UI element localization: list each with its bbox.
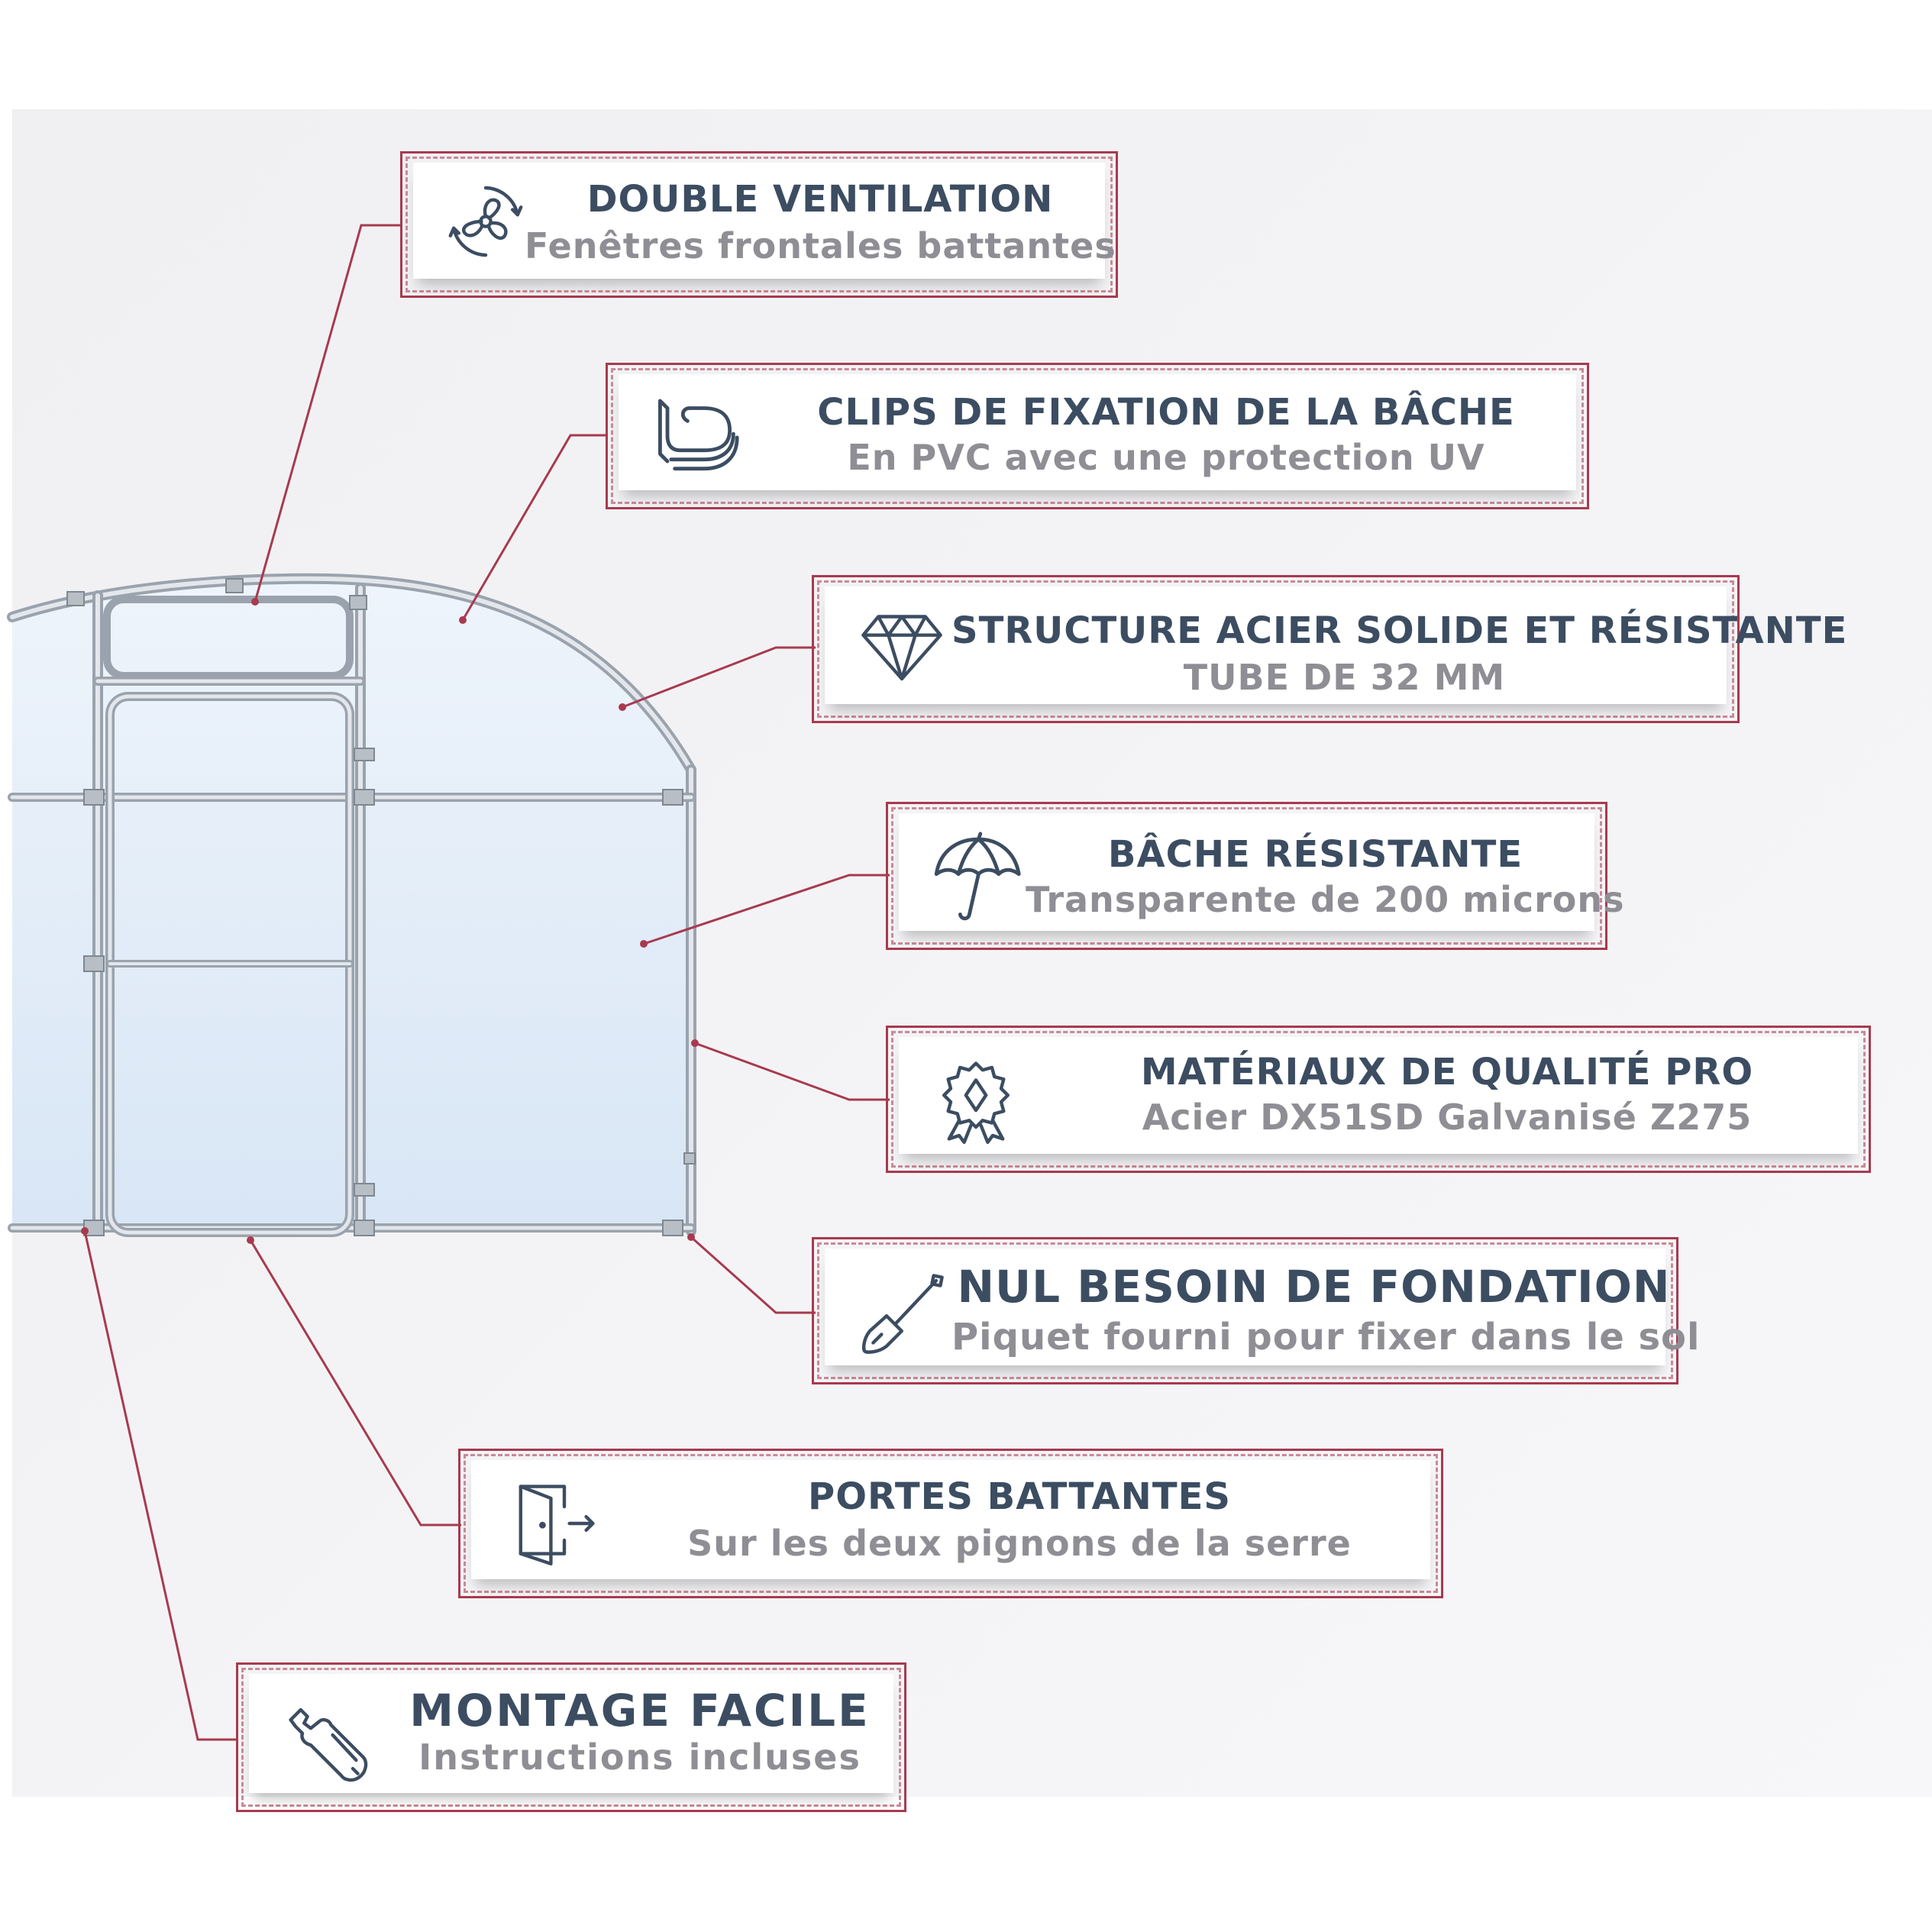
callout-clips-de-fixation: CLIPS DE FIXATION DE LA BÂCHE En PVC ave… <box>606 363 1589 509</box>
callout-title: MONTAGE FACILE <box>409 1685 871 1737</box>
fan-icon <box>444 179 528 263</box>
callout-subtitle: Transparente de 200 microns <box>1026 879 1625 920</box>
callout-subtitle: Fenêtres frontales battantes <box>525 225 1116 267</box>
callout-title: NUL BESOIN DE FONDATION <box>957 1261 1671 1313</box>
quality-badge-icon <box>934 1057 1018 1147</box>
callout-materiaux-qualite: MATÉRIAUX DE QUALITÉ PRO Acier DX51SD Ga… <box>886 1026 1871 1173</box>
callout-subtitle: Sur les deux pignons de la serre <box>687 1523 1352 1564</box>
callout-nul-besoin-fondation: NUL BESOIN DE FONDATION Piquet fourni po… <box>812 1237 1701 1384</box>
callout-title: MATÉRIAUX DE QUALITÉ PRO <box>1140 1051 1754 1094</box>
greenhouse-frame <box>7 573 696 1237</box>
door-icon <box>514 1478 598 1569</box>
callout-title: BÂCHE RÉSISTANTE <box>1107 833 1523 876</box>
callout-portes-battantes: PORTES BATTANTES Sur les deux pignons de… <box>458 1449 1443 1598</box>
callout-subtitle: Instructions incluses <box>418 1737 861 1778</box>
callout-double-ventilation: DOUBLE VENTILATION Fenêtres frontales ba… <box>400 151 1118 298</box>
callout-subtitle: TUBE DE 32 MM <box>1183 657 1506 698</box>
clip-icon <box>649 388 741 483</box>
wrench-icon <box>286 1701 370 1785</box>
callout-title: PORTES BATTANTES <box>808 1475 1231 1518</box>
leader-lines <box>83 224 890 1741</box>
callout-subtitle: Acier DX51SD Galvanisé Z275 <box>1142 1097 1753 1138</box>
callout-structure-acier: STRUCTURE ACIER SOLIDE ET RÉSISTANTE TUB… <box>812 575 1848 723</box>
callout-bache-resistante: BÂCHE RÉSISTANTE Transparente de 200 mic… <box>886 802 1625 950</box>
umbrella-icon <box>931 830 1023 922</box>
shovel-icon <box>861 1271 945 1357</box>
diamond-icon <box>860 608 944 684</box>
callout-title: CLIPS DE FIXATION DE LA BÂCHE <box>817 391 1515 434</box>
callout-montage-facile: MONTAGE FACILE Instructions incluses <box>236 1662 906 1812</box>
callout-title: DOUBLE VENTILATION <box>586 178 1054 221</box>
callout-subtitle: En PVC avec une protection UV <box>847 437 1485 478</box>
callout-subtitle: Piquet fourni pour fixer dans le sol <box>951 1316 1701 1359</box>
callout-title: STRUCTURE ACIER SOLIDE ET RÉSISTANTE <box>951 609 1848 652</box>
